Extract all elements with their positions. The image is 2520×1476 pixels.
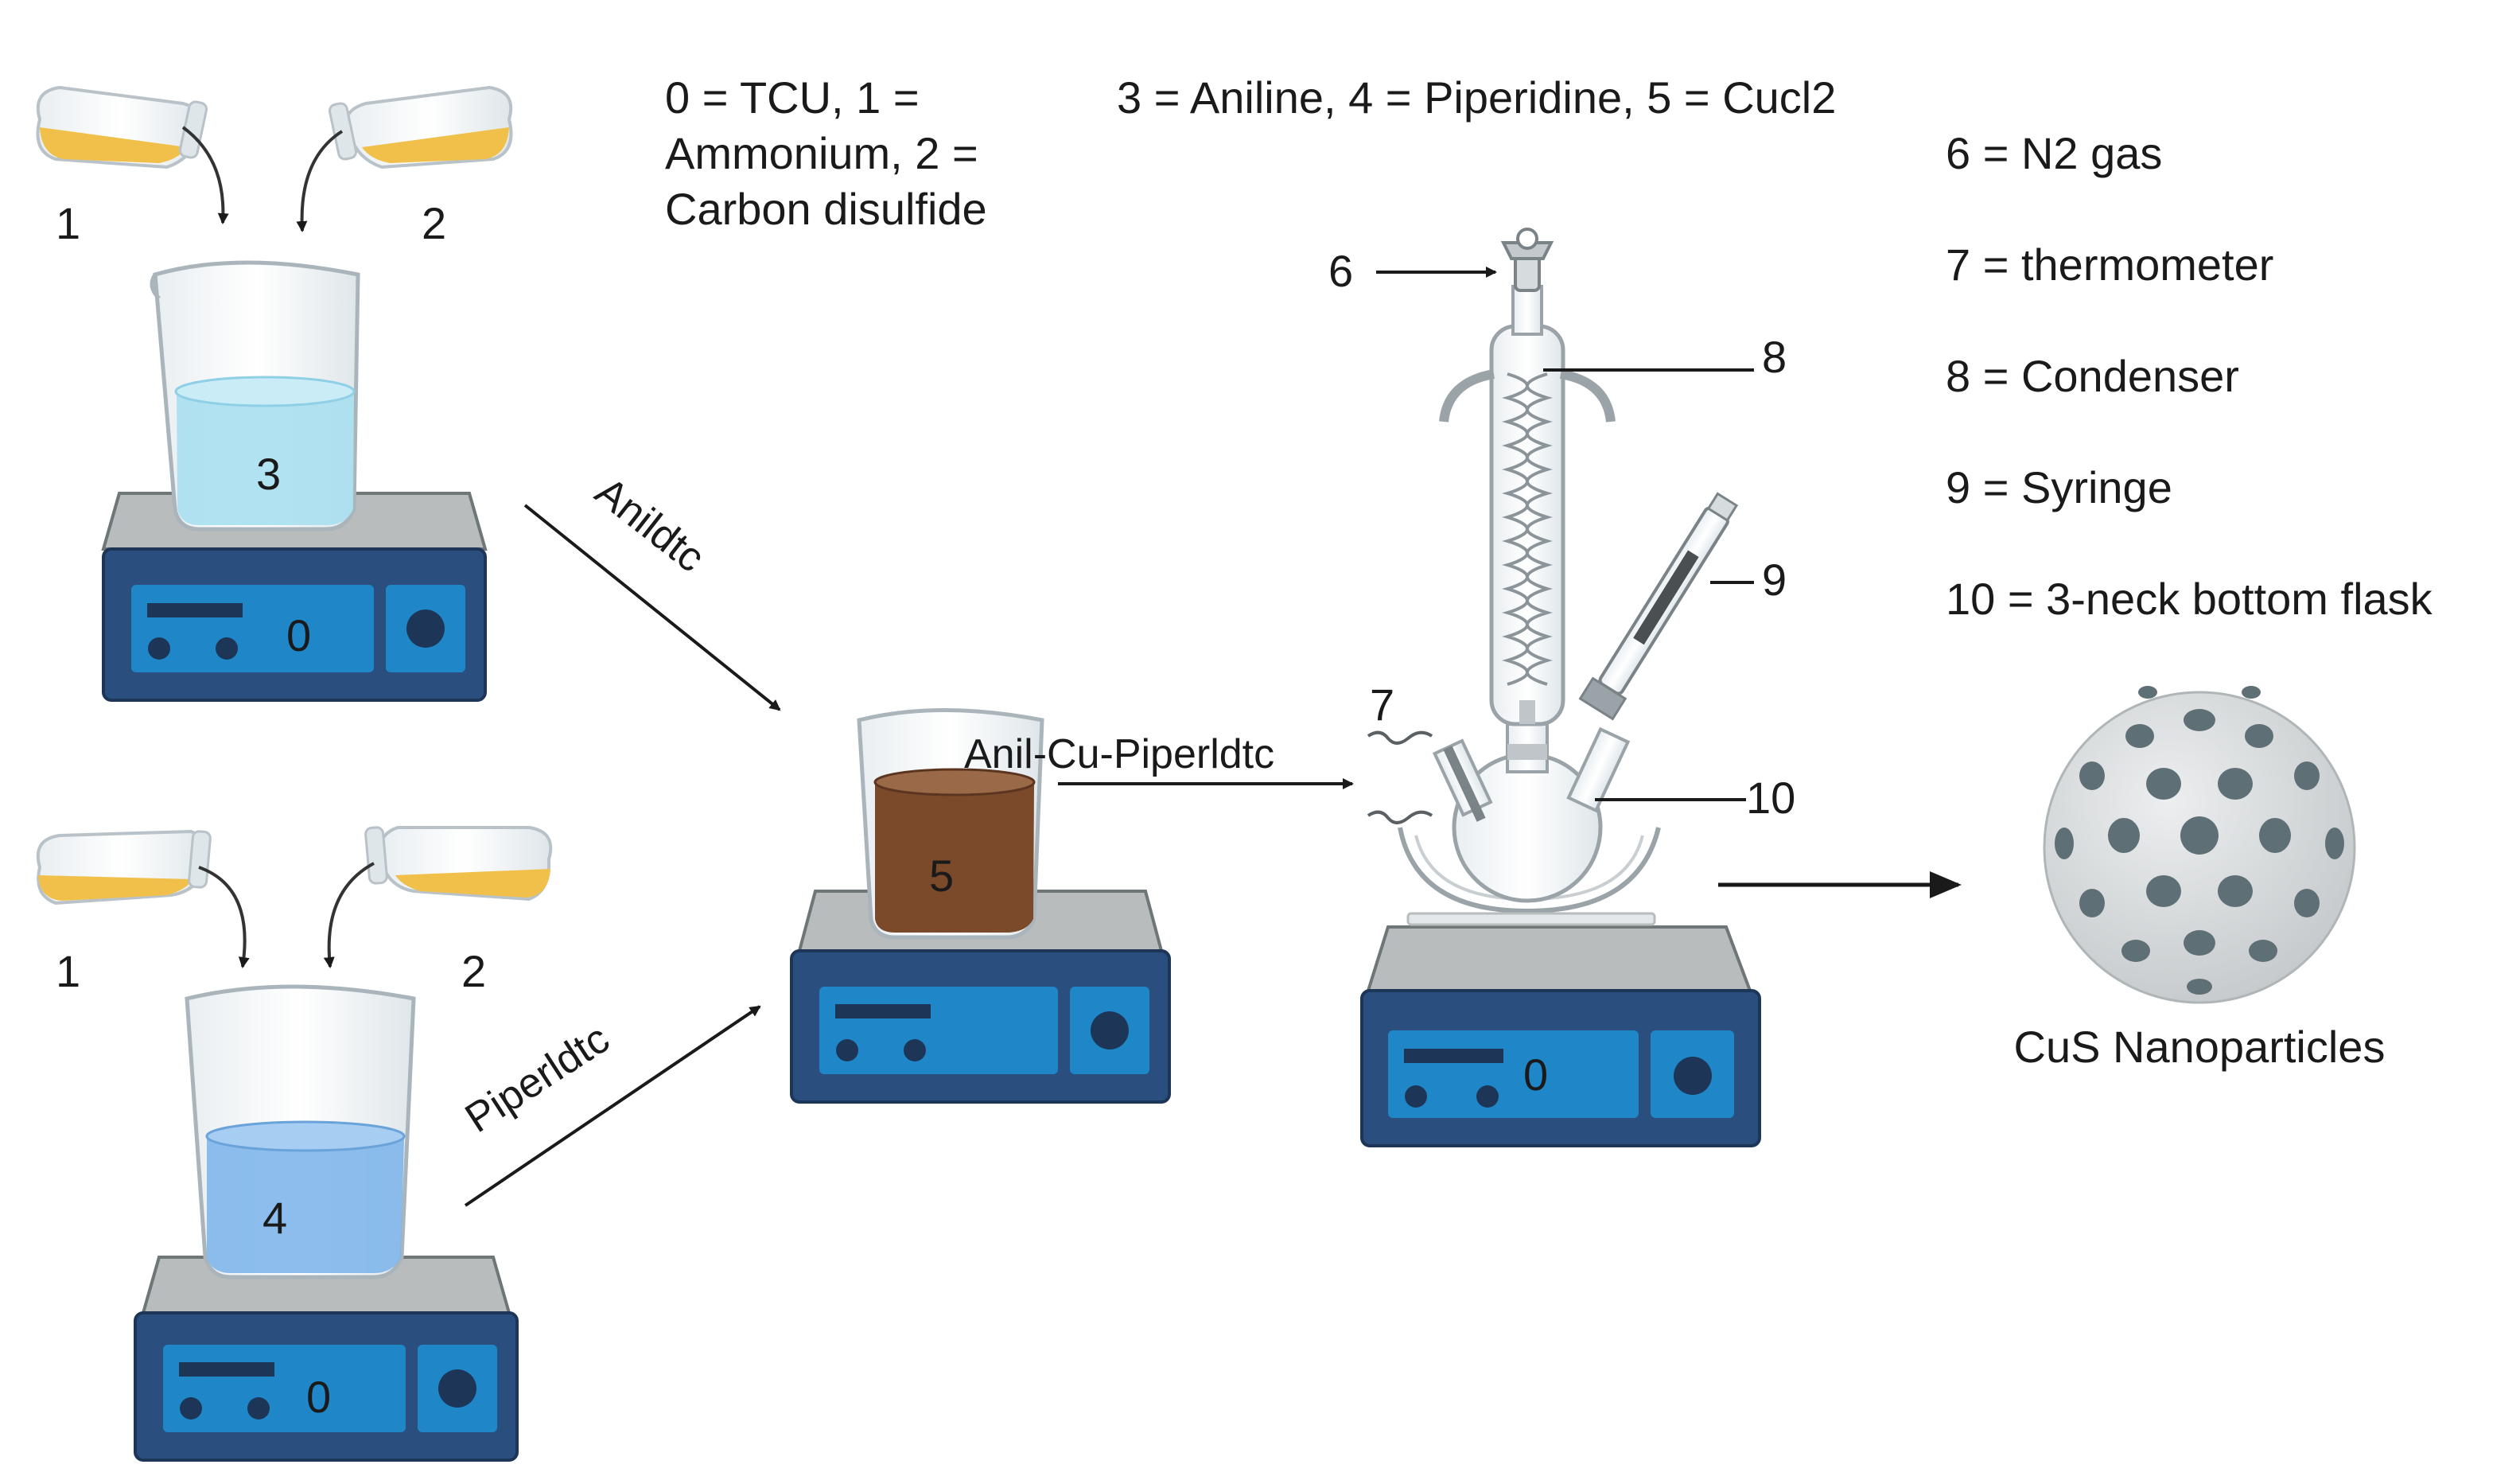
pour-flask-1-bottom <box>36 829 212 905</box>
pour-flask-2-top <box>328 85 513 169</box>
beaker-3 <box>150 260 360 532</box>
label-8-condenser: 8 <box>1762 332 1787 382</box>
legend-item-n2: 6 = N2 gas <box>1946 128 2163 178</box>
legend-group-b: 3 = Aniline, 4 = Piperidine, 5 = Cucl2 <box>1117 72 1837 123</box>
hotplate-stirrer-2 <box>134 1256 519 1462</box>
flask-2-label-bottom: 2 <box>461 946 486 996</box>
n2-inlet <box>1500 228 1554 292</box>
legend-group-a: 0 = TCU, 1 = Ammonium, 2 = Carbon disulf… <box>665 72 987 234</box>
beaker-4-label: 4 <box>262 1193 287 1243</box>
beaker-5 <box>857 708 1044 940</box>
beaker-4 <box>185 984 416 1279</box>
legend-item-condenser: 8 = Condenser <box>1946 351 2239 401</box>
flask-1-label-bottom: 1 <box>56 946 80 996</box>
pour-arrow-1-bottom <box>198 866 250 968</box>
pour-flask-2-bottom <box>364 826 553 902</box>
thermometer <box>1367 730 1486 824</box>
arrow-anildtc <box>523 504 781 711</box>
arrow-anildtc-label: Anildtc <box>587 469 714 582</box>
arrow-piperldtc-label: Piperldtc <box>457 1015 617 1142</box>
stirrer-4-label: 0 <box>1523 1050 1548 1100</box>
label-10-flask: 10 <box>1746 773 1795 823</box>
condenser <box>1439 285 1616 726</box>
arrow-mixed-label: Anil-Cu-Piperldtc <box>964 731 1274 777</box>
syringe <box>1578 492 1739 721</box>
pour-arrow-2-bottom <box>323 862 375 968</box>
pour-arrow-1-top <box>181 126 229 224</box>
legend-item-syringe: 9 = Syringe <box>1946 462 2172 512</box>
product-label: CuS Nanoparticles <box>2014 1022 2386 1072</box>
cus-nanoparticle-sphere <box>2043 686 2356 1004</box>
legend-group-c: 6 = N2 gas 7 = thermometer 8 = Condenser… <box>1946 70 2432 683</box>
arrow-piperldtc <box>464 1005 761 1207</box>
label-7-thermometer: 7 <box>1370 680 1394 730</box>
label-9-syringe: 9 <box>1762 555 1787 605</box>
legend-item-thermometer: 7 = thermometer <box>1946 240 2274 290</box>
stirrer-1-label: 0 <box>286 610 311 660</box>
hotplate-stirrer-4 <box>1360 925 1761 1147</box>
stirrer-2-label: 0 <box>306 1372 331 1422</box>
pour-flask-1-top <box>36 85 208 169</box>
beaker-3-label: 3 <box>256 449 281 499</box>
pour-arrow-2-top <box>296 130 344 232</box>
flask-1-label-top: 1 <box>56 198 80 248</box>
three-neck-flask <box>1432 722 1631 903</box>
label-6-n2: 6 <box>1328 246 1353 296</box>
beaker-5-label: 5 <box>929 851 954 901</box>
legend-item-3neck-flask: 10 = 3-neck bottom flask <box>1946 574 2432 624</box>
flask-2-label-top: 2 <box>422 198 446 248</box>
